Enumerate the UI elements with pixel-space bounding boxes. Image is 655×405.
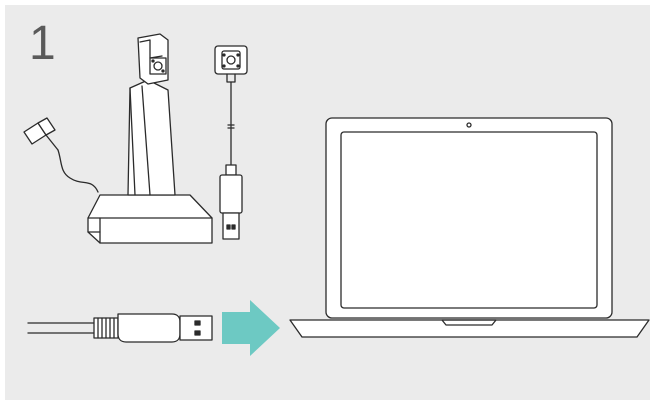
usb-plug-icon	[27, 313, 213, 343]
usb-dongle-icon	[214, 45, 248, 240]
arrow-right-icon	[222, 300, 280, 356]
headset-base-station-icon	[23, 33, 213, 244]
laptop-icon	[289, 117, 650, 338]
step-number: 1	[29, 17, 56, 70]
